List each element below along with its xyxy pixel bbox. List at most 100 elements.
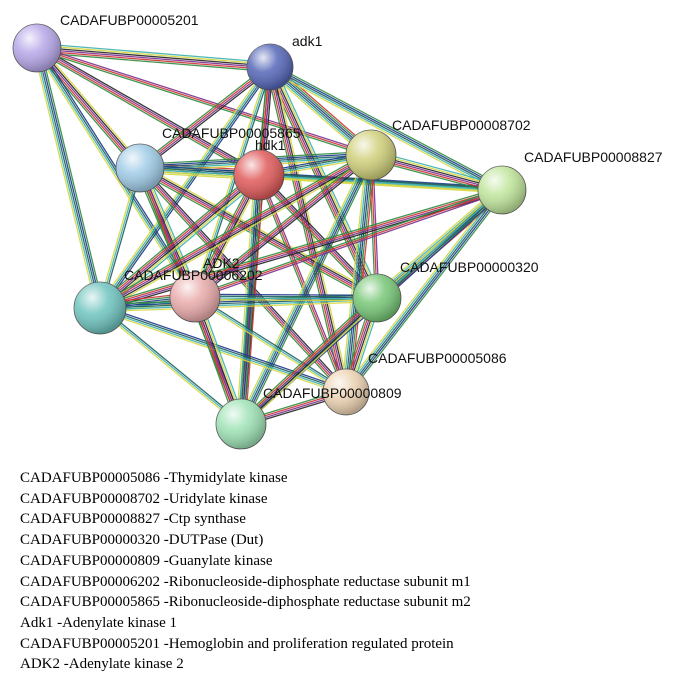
node-n0809[interactable] — [215, 398, 267, 450]
interaction-edge — [99, 154, 372, 309]
interaction-edge — [37, 46, 142, 168]
node-sheen — [74, 282, 126, 334]
interaction-edge — [242, 155, 374, 426]
interaction-edge — [97, 151, 370, 306]
interaction-edge — [139, 168, 502, 192]
interaction-edge — [195, 295, 378, 298]
interaction-edge — [36, 51, 270, 73]
interaction-edge — [194, 299, 377, 302]
interaction-edge — [269, 66, 503, 191]
interaction-edge — [340, 154, 368, 392]
interaction-edge — [101, 157, 374, 312]
interaction-edge — [36, 47, 372, 156]
legend-item: ADK2 -Adenylate kinase 2 — [20, 656, 184, 673]
interaction-edge — [99, 186, 502, 307]
legend-item: CADAFUBP00008702 -Uridylate kinase — [20, 490, 268, 507]
interaction-edge — [344, 154, 371, 392]
interaction-edge — [240, 297, 378, 425]
interaction-edge — [258, 176, 502, 193]
interaction-edge — [196, 67, 273, 298]
interaction-edge — [98, 152, 371, 307]
interaction-edge — [100, 175, 260, 310]
node-n8827[interactable] — [477, 165, 527, 215]
node-sheen — [234, 150, 284, 200]
interaction-edge — [258, 174, 503, 191]
interaction-edge — [270, 64, 504, 189]
interaction-edge — [37, 45, 372, 154]
interaction-edge — [34, 49, 194, 299]
label-cadafubp00000320: CADAFUBP00000320 — [400, 259, 539, 275]
node-n8702[interactable] — [345, 129, 397, 181]
label-cadafubp00005865: CADAFUBP00005865 — [162, 125, 301, 141]
legend-item: CADAFUBP00000320 -DUTPase (Dut) — [20, 532, 264, 549]
interaction-edge — [243, 300, 380, 428]
interaction-edge — [100, 156, 373, 311]
interaction-edge — [37, 46, 271, 67]
interaction-edge — [195, 191, 503, 300]
interaction-edge — [100, 191, 503, 312]
interaction-edge — [373, 186, 500, 296]
interaction-edge — [344, 188, 502, 392]
interaction-edge — [140, 164, 503, 188]
node-sheen — [13, 24, 61, 72]
interaction-edge — [268, 69, 501, 194]
interaction-edge — [259, 172, 503, 189]
interaction-edge — [141, 164, 380, 296]
protein-legend: CADAFUBP00005086 -Thymidylate kinase CAD… — [20, 468, 680, 675]
node-sheen — [170, 272, 220, 322]
label-layer: CADAFUBP00005201 adk1 CADAFUBP00005865 h… — [60, 12, 663, 401]
interaction-edge — [32, 48, 98, 310]
node-adk1[interactable] — [246, 43, 294, 91]
interaction-edge — [140, 67, 271, 170]
node-sheen — [216, 399, 266, 449]
label-adk1: adk1 — [292, 33, 323, 49]
interaction-edge — [97, 172, 258, 307]
interaction-edge — [99, 297, 378, 309]
interaction-edge — [99, 307, 242, 425]
legend-item: CADAFUBP00008827 -Ctp synthase — [20, 511, 246, 528]
label-adk2: ADK2 — [203, 255, 240, 271]
interaction-edge — [140, 166, 503, 190]
interaction-edge — [34, 48, 99, 309]
interaction-edge — [237, 153, 369, 423]
interaction-edge — [194, 297, 377, 300]
interaction-edge — [36, 50, 270, 71]
interaction-edge — [194, 187, 502, 296]
interaction-edge — [33, 49, 138, 171]
node-n5086[interactable] — [322, 368, 370, 416]
interaction-edge — [99, 308, 346, 394]
legend-item: CADAFUBP00005865 -Ribonucleoside-diphosp… — [20, 594, 471, 611]
interaction-edge — [137, 64, 269, 167]
node-sheen — [478, 166, 526, 214]
interaction-edge — [100, 190, 503, 310]
interaction-edge — [141, 68, 273, 171]
node-n5865[interactable] — [115, 143, 165, 193]
node-n6202[interactable] — [233, 149, 285, 201]
interaction-edge — [98, 309, 346, 396]
interaction-edge — [342, 187, 500, 391]
interaction-edge — [195, 293, 378, 296]
interaction-edge — [239, 296, 377, 424]
interaction-edge — [194, 189, 503, 298]
interaction-edge — [345, 189, 503, 393]
node-n5201[interactable] — [12, 23, 62, 73]
interaction-edge — [36, 49, 371, 158]
interaction-edge — [100, 306, 347, 392]
node-n0320[interactable] — [352, 273, 402, 323]
interaction-edge — [346, 190, 504, 394]
label-cadafubp00005086: CADAFUBP00005086 — [368, 350, 507, 366]
interaction-edge — [139, 167, 378, 299]
label-cadafubp00000809: CADAFUBP00000809 — [263, 385, 402, 401]
interaction-edge — [100, 67, 272, 309]
node-adk2[interactable] — [169, 271, 221, 323]
interaction-edge — [192, 66, 269, 297]
protein-interaction-network: CADAFUBP00005201 adk1 CADAFUBP00005865 h… — [12, 12, 663, 450]
interaction-edge — [36, 48, 259, 177]
node-nteal[interactable] — [73, 281, 127, 335]
interaction-edge — [39, 45, 144, 167]
interaction-edge — [194, 66, 271, 298]
interaction-edge — [271, 63, 504, 188]
label-cadafubp00006202: CADAFUBP00006202 — [124, 267, 263, 283]
interaction-edge — [96, 171, 257, 306]
interaction-edge — [342, 154, 369, 392]
